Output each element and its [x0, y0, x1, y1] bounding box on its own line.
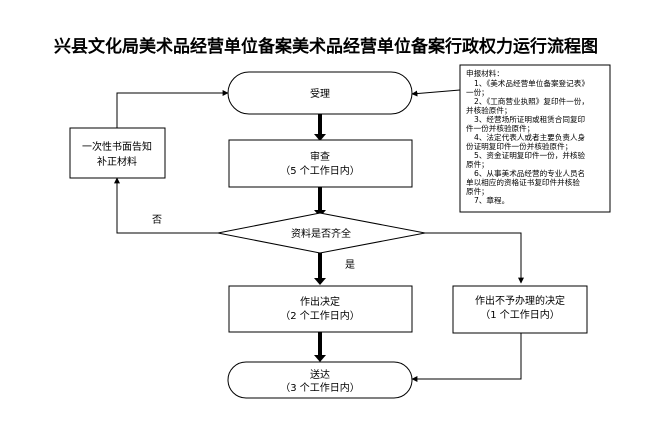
node-reject: 作出不予办理的决定 （1 个工作日内）: [452, 285, 588, 334]
node-reject-time: （1 个工作日内）: [480, 308, 560, 321]
arrow-no-to-notify: [114, 177, 218, 234]
materials-line: 2、《工商营业执照》复印件一份，: [474, 96, 589, 106]
node-decide-time: （2 个工作日内）: [280, 309, 360, 322]
node-notify-line-2: 补正材料: [97, 155, 137, 168]
arrow-reject-to-deliver: [411, 333, 522, 382]
node-review: 审查 （5 个工作日内）: [228, 139, 413, 188]
node-deliver: 送达 （3 个工作日内）: [227, 361, 413, 399]
materials-line: 5、资金证明复印件一份，并核验: [474, 150, 586, 160]
branch-no-label: 否: [152, 214, 162, 226]
page-title: 兴县文化局美术品经营单位备案美术品经营单位备案行政权力运行流程图: [54, 36, 598, 57]
materials-line: 3、经营场所证明或租赁合同复印: [474, 114, 585, 124]
materials-line: 件一份并核验原件；: [466, 123, 534, 133]
node-complete-check-label: 资料是否齐全: [291, 227, 351, 240]
arrowhead-decide: [314, 278, 326, 285]
branch-yes-label: 是: [345, 259, 355, 271]
arrowhead-deliver: [314, 355, 326, 362]
node-complete-check: 资料是否齐全: [217, 212, 426, 254]
arrowhead-review: [314, 134, 326, 141]
node-accept: 受理: [227, 71, 413, 115]
node-accept-label: 受理: [310, 88, 330, 100]
node-review-label: 审查: [310, 150, 330, 163]
materials-line: 份证明复印件一份并核验原件；: [466, 141, 572, 151]
materials-line: 并核验原件；: [466, 105, 512, 115]
materials-line: 一份；: [466, 87, 489, 97]
materials-line: 4、法定代表人或者主要负责人身: [474, 132, 586, 142]
node-decide: 作出决定 （2 个工作日内）: [228, 285, 413, 333]
node-decide-label: 作出决定: [300, 295, 340, 308]
materials-line: 1、《美术品经营单位备案登记表》: [474, 78, 589, 88]
materials-line: 单以相应的资格证书复印件并核验: [466, 177, 580, 187]
materials-line: 原件；: [466, 186, 489, 196]
node-deliver-time: （3 个工作日内）: [280, 381, 360, 394]
node-reject-label: 作出不予办理的决定: [475, 294, 565, 307]
materials-line: 7、章程。: [474, 195, 509, 205]
arrow-notify-to-accept: [116, 90, 229, 128]
arrow-check-to-reject: [425, 232, 524, 284]
materials-line: 原件；: [466, 159, 489, 169]
node-notify-line-1: 一次性书面告知: [82, 140, 152, 153]
thin-connectors: [114, 89, 524, 382]
arrow-materials-to-accept: [411, 89, 461, 97]
materials-text: 申报材料： 1、《美术品经营单位备案登记表》 一份； 2、《工商营业执照》复印件…: [466, 68, 589, 205]
node-review-time: （5 个工作日内）: [280, 164, 360, 177]
materials-line: 6、从事美术品经营的专业人员名: [474, 168, 585, 178]
materials-line: 申报材料：: [466, 68, 504, 78]
materials-callout: 申报材料： 1、《美术品经营单位备案登记表》 一份； 2、《工商营业执照》复印件…: [459, 64, 611, 213]
node-notify: 一次性书面告知 补正材料: [69, 127, 166, 179]
node-deliver-label: 送达: [310, 368, 330, 381]
